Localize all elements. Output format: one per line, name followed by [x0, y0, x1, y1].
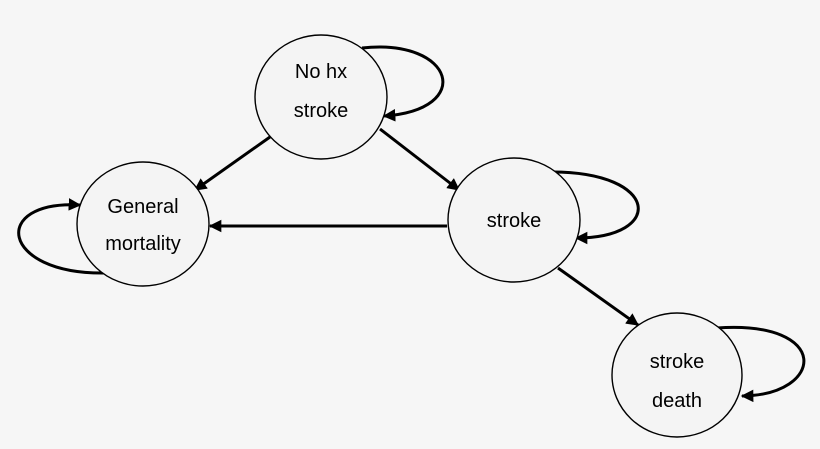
edge-stroke-to-stroke-death	[557, 266, 640, 327]
node-general-mortality-label-line1: General	[107, 196, 178, 218]
node-stroke-death-ellipse	[611, 312, 743, 438]
node-stroke-death-label-line2: death	[652, 390, 702, 412]
edge-stroke-death-self-loop	[716, 325, 806, 403]
edges	[17, 45, 806, 403]
node-stroke-death-label-line1: stroke	[650, 351, 704, 373]
node-no-hx-stroke: No hx stroke	[254, 34, 388, 160]
node-no-hx-stroke-ellipse	[254, 34, 388, 160]
node-general-mortality-ellipse	[76, 161, 210, 287]
node-stroke-death: stroke death	[611, 312, 743, 438]
node-no-hx-stroke-label-line2: stroke	[294, 100, 348, 122]
edge-no-hx-stroke-to-stroke	[379, 127, 460, 192]
node-stroke-label: stroke	[487, 210, 541, 232]
edge-stroke-self-loop	[551, 170, 640, 245]
edge-general-mortality-self-loop	[17, 198, 105, 275]
node-stroke: stroke	[447, 157, 581, 283]
node-general-mortality: General mortality	[76, 161, 210, 287]
node-stroke-ellipse	[447, 157, 581, 283]
edge-no-hx-stroke-to-general-mortality	[193, 135, 271, 192]
edge-no-hx-stroke-self-loop	[361, 45, 445, 122]
node-no-hx-stroke-label-line1: No hx	[295, 61, 347, 83]
node-general-mortality-label-line2: mortality	[105, 233, 181, 255]
